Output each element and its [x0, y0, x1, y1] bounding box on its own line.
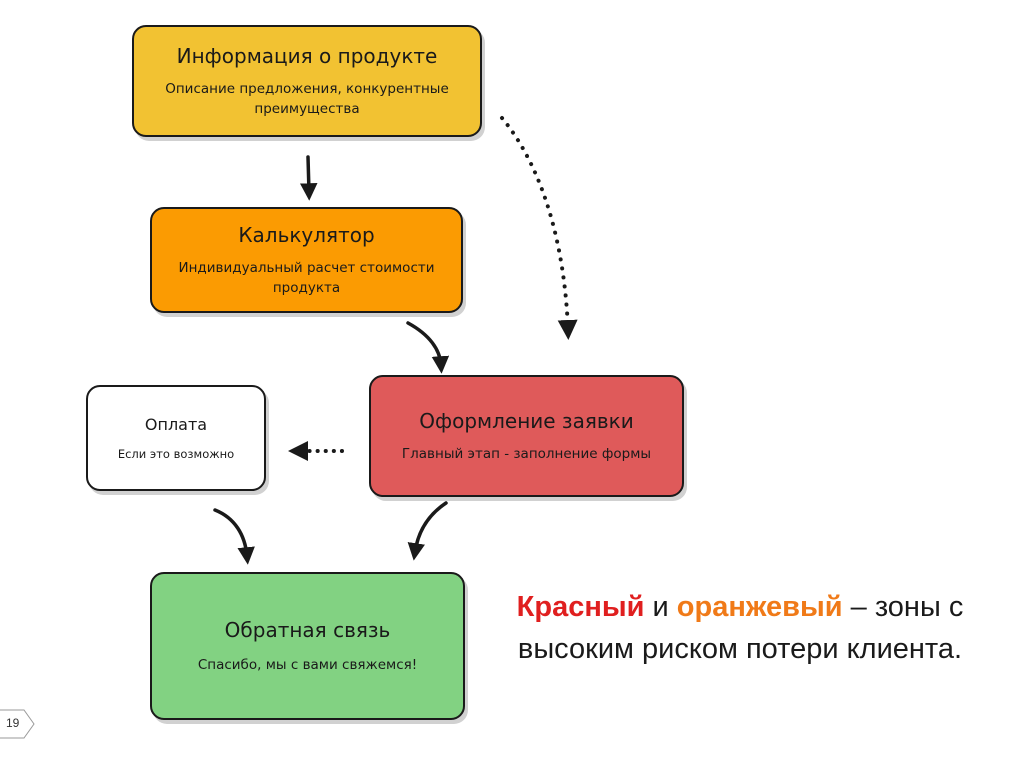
- product-info-desc: Описание предложения, конкурентные преим…: [165, 81, 449, 117]
- caption-rest: – зоны с высоким риском потери клиента.: [517, 591, 964, 665]
- product-info-box: Информация о продукте Описание предложен…: [132, 25, 482, 137]
- feedback-box: Обратная связь Спасибо, мы с вами свяжем…: [150, 572, 465, 720]
- calculator-box: Калькулятор Индивидуальный расчет стоимо…: [150, 207, 463, 313]
- arrow-product-to-order-dotted: [500, 116, 578, 340]
- order-form-box: Оформление заявки Главный этап - заполне…: [369, 375, 684, 497]
- page-number-text: 19: [6, 716, 20, 730]
- arrow-calc-to-order: [406, 321, 450, 374]
- payment-box: Оплата Если это возможно: [86, 385, 266, 491]
- arrow-product-to-calc: [300, 155, 318, 201]
- risk-caption: Красный и оранжевый – зоны с высоким рис…: [470, 586, 1010, 670]
- caption-and: и: [652, 591, 669, 623]
- payment-title: Оплата: [144, 415, 208, 434]
- page-number-badge: 19: [0, 709, 36, 739]
- product-info-title: Информация о продукте: [176, 44, 438, 68]
- order-form-title: Оформление заявки: [419, 409, 634, 433]
- caption-red-word: Красный: [516, 591, 645, 623]
- payment-desc: Если это возможно: [117, 447, 235, 461]
- order-form-desc: Главный этап - заполнение формы: [401, 446, 652, 462]
- calculator-title: Калькулятор: [238, 223, 375, 247]
- feedback-desc: Спасибо, мы с вами свяжемся!: [197, 657, 418, 673]
- arrow-payment-to-feedback: [213, 508, 255, 565]
- caption-orange-word: оранжевый: [676, 591, 843, 623]
- arrow-order-to-feedback: [407, 501, 448, 561]
- page-number-tab-icon: [0, 709, 35, 739]
- calculator-desc: Индивидуальный расчет стоимости продукта: [178, 260, 435, 296]
- feedback-title: Обратная связь: [224, 618, 391, 642]
